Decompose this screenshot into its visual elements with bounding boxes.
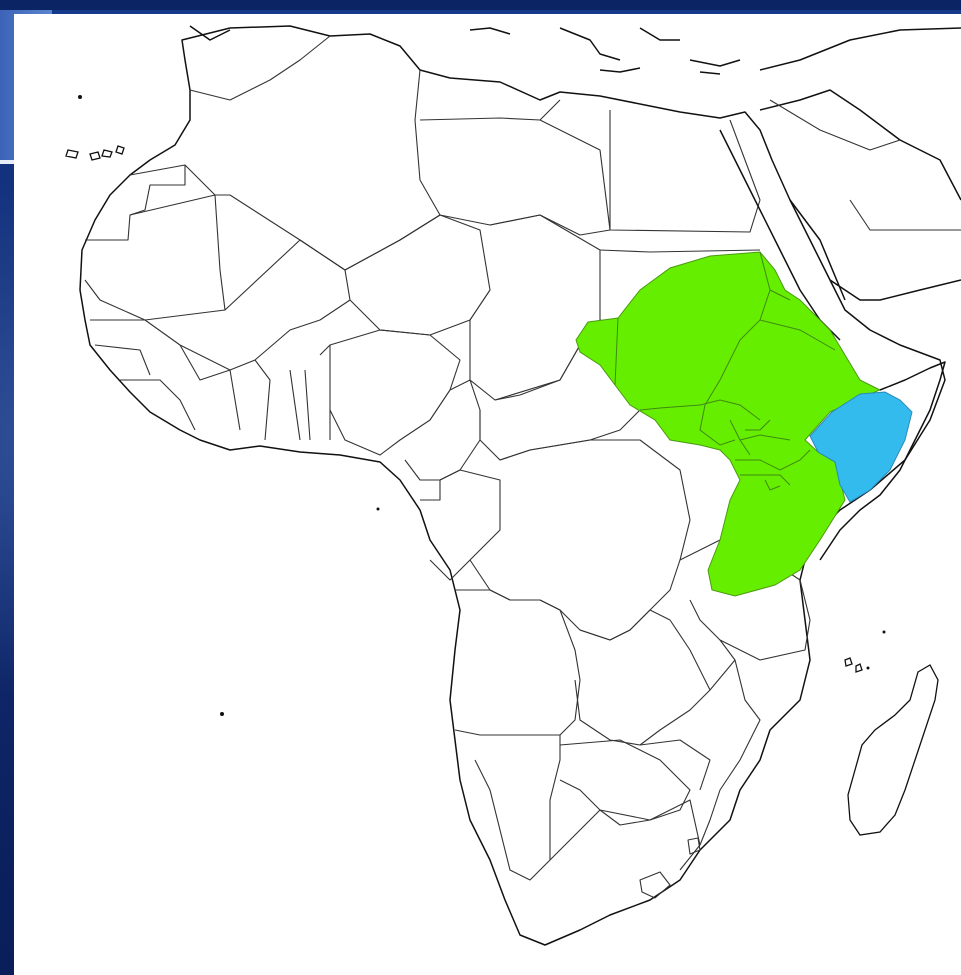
border-middle-east: [769, 99, 961, 231]
border-nigeria: [329, 329, 461, 456]
blue-region: [809, 391, 913, 503]
comoros-islands: [844, 657, 863, 673]
horn-coast: [819, 361, 946, 561]
border-niger: [344, 214, 491, 336]
border-egypt: [609, 110, 761, 233]
border-gabon-congo: [420, 469, 501, 581]
green-region: [575, 251, 882, 597]
island-dot: [220, 712, 224, 716]
border-cameroon: [404, 379, 481, 481]
border-libya: [419, 99, 611, 236]
border-drc: [469, 439, 691, 641]
island-dot: [882, 630, 886, 634]
border-south-africa: [549, 799, 701, 871]
border-car: [479, 344, 641, 461]
island-dot: [376, 507, 380, 511]
madagascar-island: [847, 664, 939, 836]
border-swaziland: [687, 837, 701, 855]
arabian-peninsula: [759, 27, 961, 301]
border-chad: [469, 214, 601, 401]
island-dot: [78, 95, 82, 99]
border-namibia: [474, 734, 561, 881]
border-mali: [179, 239, 351, 371]
europe-coast-fragments: [189, 25, 741, 75]
border-lesotho: [639, 871, 671, 899]
border-botswana-zimbabwe: [559, 739, 711, 826]
border-mozambique-malawi: [699, 639, 761, 846]
africa-landmass: [79, 25, 946, 946]
border-west-coast-states: [90, 319, 331, 441]
slide-top-bar: [0, 0, 961, 10]
island-dot: [866, 666, 870, 670]
border-morocco: [189, 35, 331, 101]
border-western-sahara: [85, 164, 186, 241]
border-mauritania: [84, 194, 226, 321]
green-region-borders: [614, 251, 836, 491]
canary-islands: [65, 145, 125, 161]
border-zambia: [574, 609, 711, 746]
border-algeria: [184, 69, 441, 271]
